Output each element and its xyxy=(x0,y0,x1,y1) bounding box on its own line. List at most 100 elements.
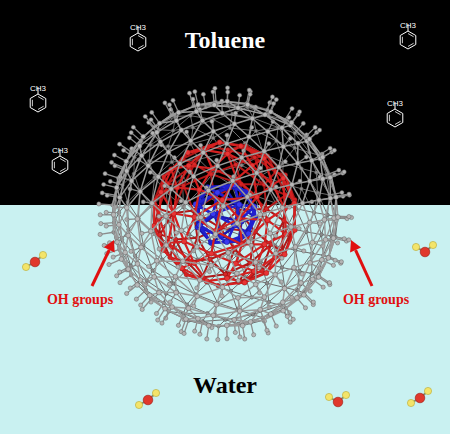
outer-shell-front-atom xyxy=(147,293,152,298)
outer-shell-front-atom xyxy=(214,302,219,307)
oh-atom xyxy=(328,196,332,200)
outer-shell-back-atom xyxy=(191,126,195,130)
outer-shell-back-atom xyxy=(211,136,215,140)
outer-shell-front-atom xyxy=(138,189,143,194)
region-title: Toluene xyxy=(0,27,450,54)
outer-shell-front-atom xyxy=(224,323,229,328)
oh-atom xyxy=(283,159,287,163)
oh-atom xyxy=(347,238,351,242)
outer-shell-front-atom xyxy=(206,188,211,193)
oh-atom xyxy=(342,170,346,174)
oh-atom xyxy=(291,317,295,321)
outer-shell-front-atom xyxy=(206,323,211,328)
outer-shell-front-atom xyxy=(135,283,140,288)
benzene-ring xyxy=(30,94,46,112)
oh-atom xyxy=(273,234,277,238)
outer-shell-front-bonds xyxy=(112,101,338,325)
middle-shell-front-atom xyxy=(265,217,270,222)
outer-shell-front-atom xyxy=(235,221,240,226)
middle-shell-front-atom xyxy=(186,163,191,168)
outer-shell-front-atom xyxy=(157,290,162,295)
outer-shell-front-atom xyxy=(309,158,314,163)
oh-atom xyxy=(104,224,108,228)
oh-atom xyxy=(297,226,301,230)
arrow-head xyxy=(104,240,115,253)
outer-shell-front-atom xyxy=(137,144,142,149)
oh-atom xyxy=(297,110,301,114)
outer-shell-front-atom xyxy=(320,177,325,182)
outer-shell-front-atom xyxy=(246,240,251,245)
outer-shell-front-atom xyxy=(177,161,182,166)
outer-shell-front-atom xyxy=(220,111,225,116)
outer-shell-front-atom xyxy=(135,216,140,221)
outer-shell-front-atom xyxy=(152,275,157,280)
oh-atom xyxy=(333,258,337,262)
oh-atom xyxy=(238,335,242,339)
oh-atom xyxy=(167,282,171,286)
outer-shell-front-atom xyxy=(198,215,203,220)
outer-shell-front-atom xyxy=(281,144,286,149)
outer-shell-front-atom xyxy=(273,251,278,256)
outer-shell-front-atom xyxy=(188,138,193,143)
outer-shell-front-atom xyxy=(201,150,206,155)
outer-shell-front-atom xyxy=(300,201,305,206)
middle-shell-front-atom xyxy=(158,190,163,195)
region-title: Water xyxy=(0,372,450,399)
water-molecule xyxy=(412,241,436,256)
hydrogen-atom xyxy=(39,251,46,258)
outer-shell-front-atom xyxy=(154,258,159,263)
outer-shell-front-atom xyxy=(169,187,174,192)
middle-shell-back-atom xyxy=(252,155,256,159)
outer-shell-front-atom xyxy=(111,212,116,217)
outer-shell-front-atom xyxy=(119,257,124,262)
oh-atom xyxy=(102,182,106,186)
oh-atom xyxy=(347,192,351,196)
oh-atom xyxy=(335,241,339,245)
middle-shell-back-atom xyxy=(264,207,268,211)
methyl-label: CH3 xyxy=(400,22,416,31)
oxygen-atom xyxy=(30,257,40,267)
outer-shell-front-atom xyxy=(166,150,171,155)
outer-shell-front-atom xyxy=(195,294,200,299)
outer-shell-front-atom xyxy=(245,194,250,199)
outer-shell-back-atom xyxy=(320,233,324,237)
hydrogen-atom xyxy=(412,243,419,250)
outer-shell-front-atom xyxy=(236,106,241,111)
outer-shell-front-atom xyxy=(258,307,263,312)
inner-shell-front-atom xyxy=(224,239,230,245)
oh-atom xyxy=(150,110,154,114)
inner-shell-front-atom xyxy=(215,190,221,196)
double-bond xyxy=(408,43,414,46)
outer-shell-front-atom xyxy=(181,259,186,264)
outer-shell-back-atom xyxy=(166,144,170,148)
oh-atom xyxy=(134,297,138,301)
oh-atom xyxy=(337,168,341,172)
outer-shell-front-atom xyxy=(299,281,304,286)
double-bond xyxy=(38,106,44,109)
middle-shell-front-atom xyxy=(225,151,230,156)
oh-atom xyxy=(265,328,269,332)
middle-shell-front-atom xyxy=(209,251,214,256)
outer-shell-front-atom xyxy=(331,236,336,241)
oh-atom xyxy=(342,237,346,241)
benzene-ring xyxy=(387,109,403,127)
outer-shell-front-atom xyxy=(174,290,179,295)
oh-atom xyxy=(110,160,114,164)
outer-shell-front-atom xyxy=(265,129,270,134)
outer-shell-front-atom xyxy=(155,130,160,135)
oh-atom xyxy=(104,210,108,214)
hydrogen-atom xyxy=(424,387,431,394)
oh-atom xyxy=(339,260,343,264)
outer-shell-back-atom xyxy=(151,269,155,273)
outer-shell-front-atom xyxy=(163,306,168,311)
outer-shell-front-atom xyxy=(295,161,300,166)
outer-shell-front-atom xyxy=(289,225,294,230)
outer-shell-front-atom xyxy=(226,250,231,255)
outer-shell-front-atom xyxy=(196,316,201,321)
outer-shell-front-atom xyxy=(221,204,226,209)
outer-shell-front-atom xyxy=(157,121,162,126)
oh-atom xyxy=(174,118,178,122)
outer-shell-front-atom xyxy=(164,214,169,219)
